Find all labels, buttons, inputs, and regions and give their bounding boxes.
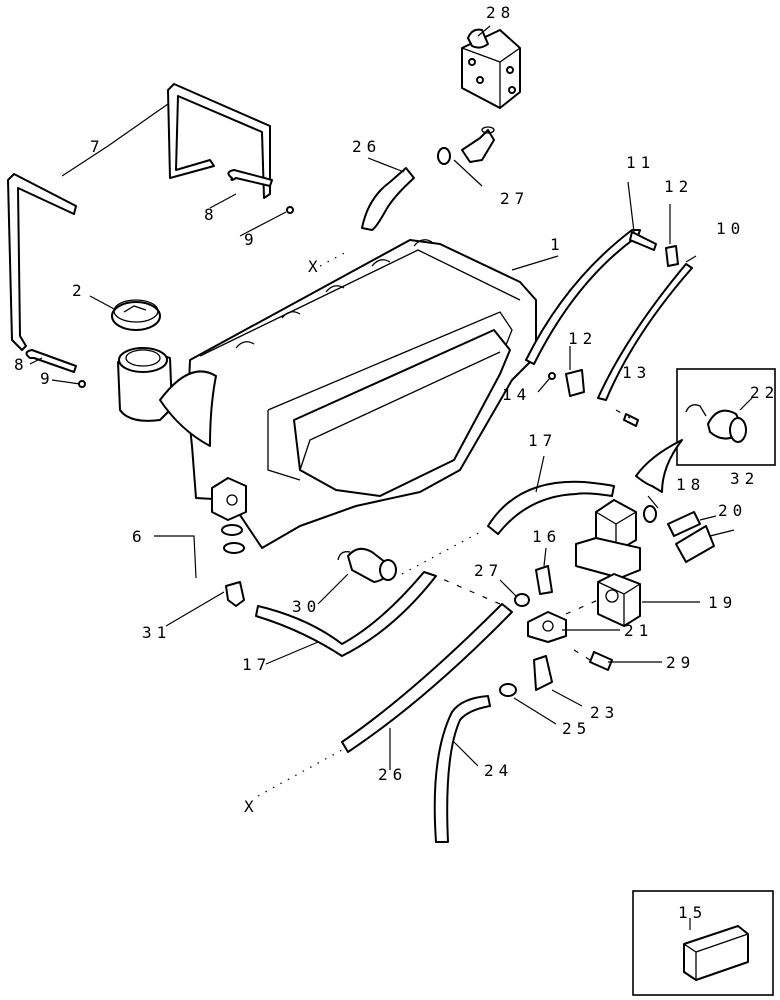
callout-9-low: 9 <box>40 369 55 388</box>
inset-pointer-arrow <box>635 439 683 493</box>
callout-12-top: 12 <box>664 177 693 196</box>
callout-6: 6 <box>132 527 147 546</box>
long-hoses <box>341 603 513 843</box>
tank-strap-bracket <box>7 83 271 351</box>
valve-block <box>461 28 521 109</box>
callout-18: 18 <box>676 475 705 494</box>
callout-9-top: 9 <box>244 230 259 249</box>
callout-x-top: X <box>308 257 323 276</box>
callout-27-low: 27 <box>474 561 503 580</box>
inset-detail-22 <box>676 368 776 466</box>
callout-7: 7 <box>90 137 105 156</box>
callout-11: 11 <box>626 153 655 172</box>
callout-30: 30 <box>292 597 321 616</box>
callout-29: 29 <box>666 653 695 672</box>
callout-15: 15 <box>678 903 707 922</box>
reservoir-tank <box>117 239 537 554</box>
callout-21: 21 <box>624 621 653 640</box>
callout-23: 23 <box>590 703 619 722</box>
lower-fittings <box>499 565 613 697</box>
callout-31: 31 <box>142 623 171 642</box>
callout-x-low: X <box>244 797 259 816</box>
callout-17-top: 17 <box>528 431 557 450</box>
callout-8-top: 8 <box>204 205 219 224</box>
callout-2: 2 <box>72 281 87 300</box>
callout-25: 25 <box>562 719 591 738</box>
callout-32: 32 <box>730 469 759 488</box>
callout-17-low: 17 <box>242 655 271 674</box>
callout-19: 19 <box>708 593 737 612</box>
callout-labels: 28 7 26 11 12 27 8 9 10 1 X 2 12 8 13 9 … <box>14 3 779 922</box>
callout-16: 16 <box>532 527 561 546</box>
return-hose <box>487 480 615 535</box>
hook-bolts <box>25 169 294 388</box>
callout-20: 20 <box>718 501 747 520</box>
callout-26-top: 26 <box>352 137 381 156</box>
callout-26-low: 26 <box>378 765 407 784</box>
pump-fittings <box>643 505 715 563</box>
callout-27-top: 27 <box>500 189 529 208</box>
inset-detail-15 <box>632 890 774 996</box>
callout-22: 22 <box>750 383 779 402</box>
callout-13: 13 <box>622 363 651 382</box>
callout-12-mid: 12 <box>568 329 597 348</box>
callout-24: 24 <box>484 761 513 780</box>
callout-28: 28 <box>486 3 515 22</box>
callout-14: 14 <box>502 385 531 404</box>
tank-straps <box>525 229 693 427</box>
hydraulic-pump <box>575 499 641 627</box>
callout-10: 10 <box>716 219 745 238</box>
callout-1: 1 <box>550 235 565 254</box>
elbow-fitting <box>225 581 245 607</box>
quick-coupler <box>337 547 397 583</box>
leader-lines <box>29 25 753 930</box>
filler-cap <box>111 299 161 331</box>
upper-hose <box>361 126 495 231</box>
suction-hose <box>255 571 437 657</box>
callout-8-low: 8 <box>14 355 29 374</box>
